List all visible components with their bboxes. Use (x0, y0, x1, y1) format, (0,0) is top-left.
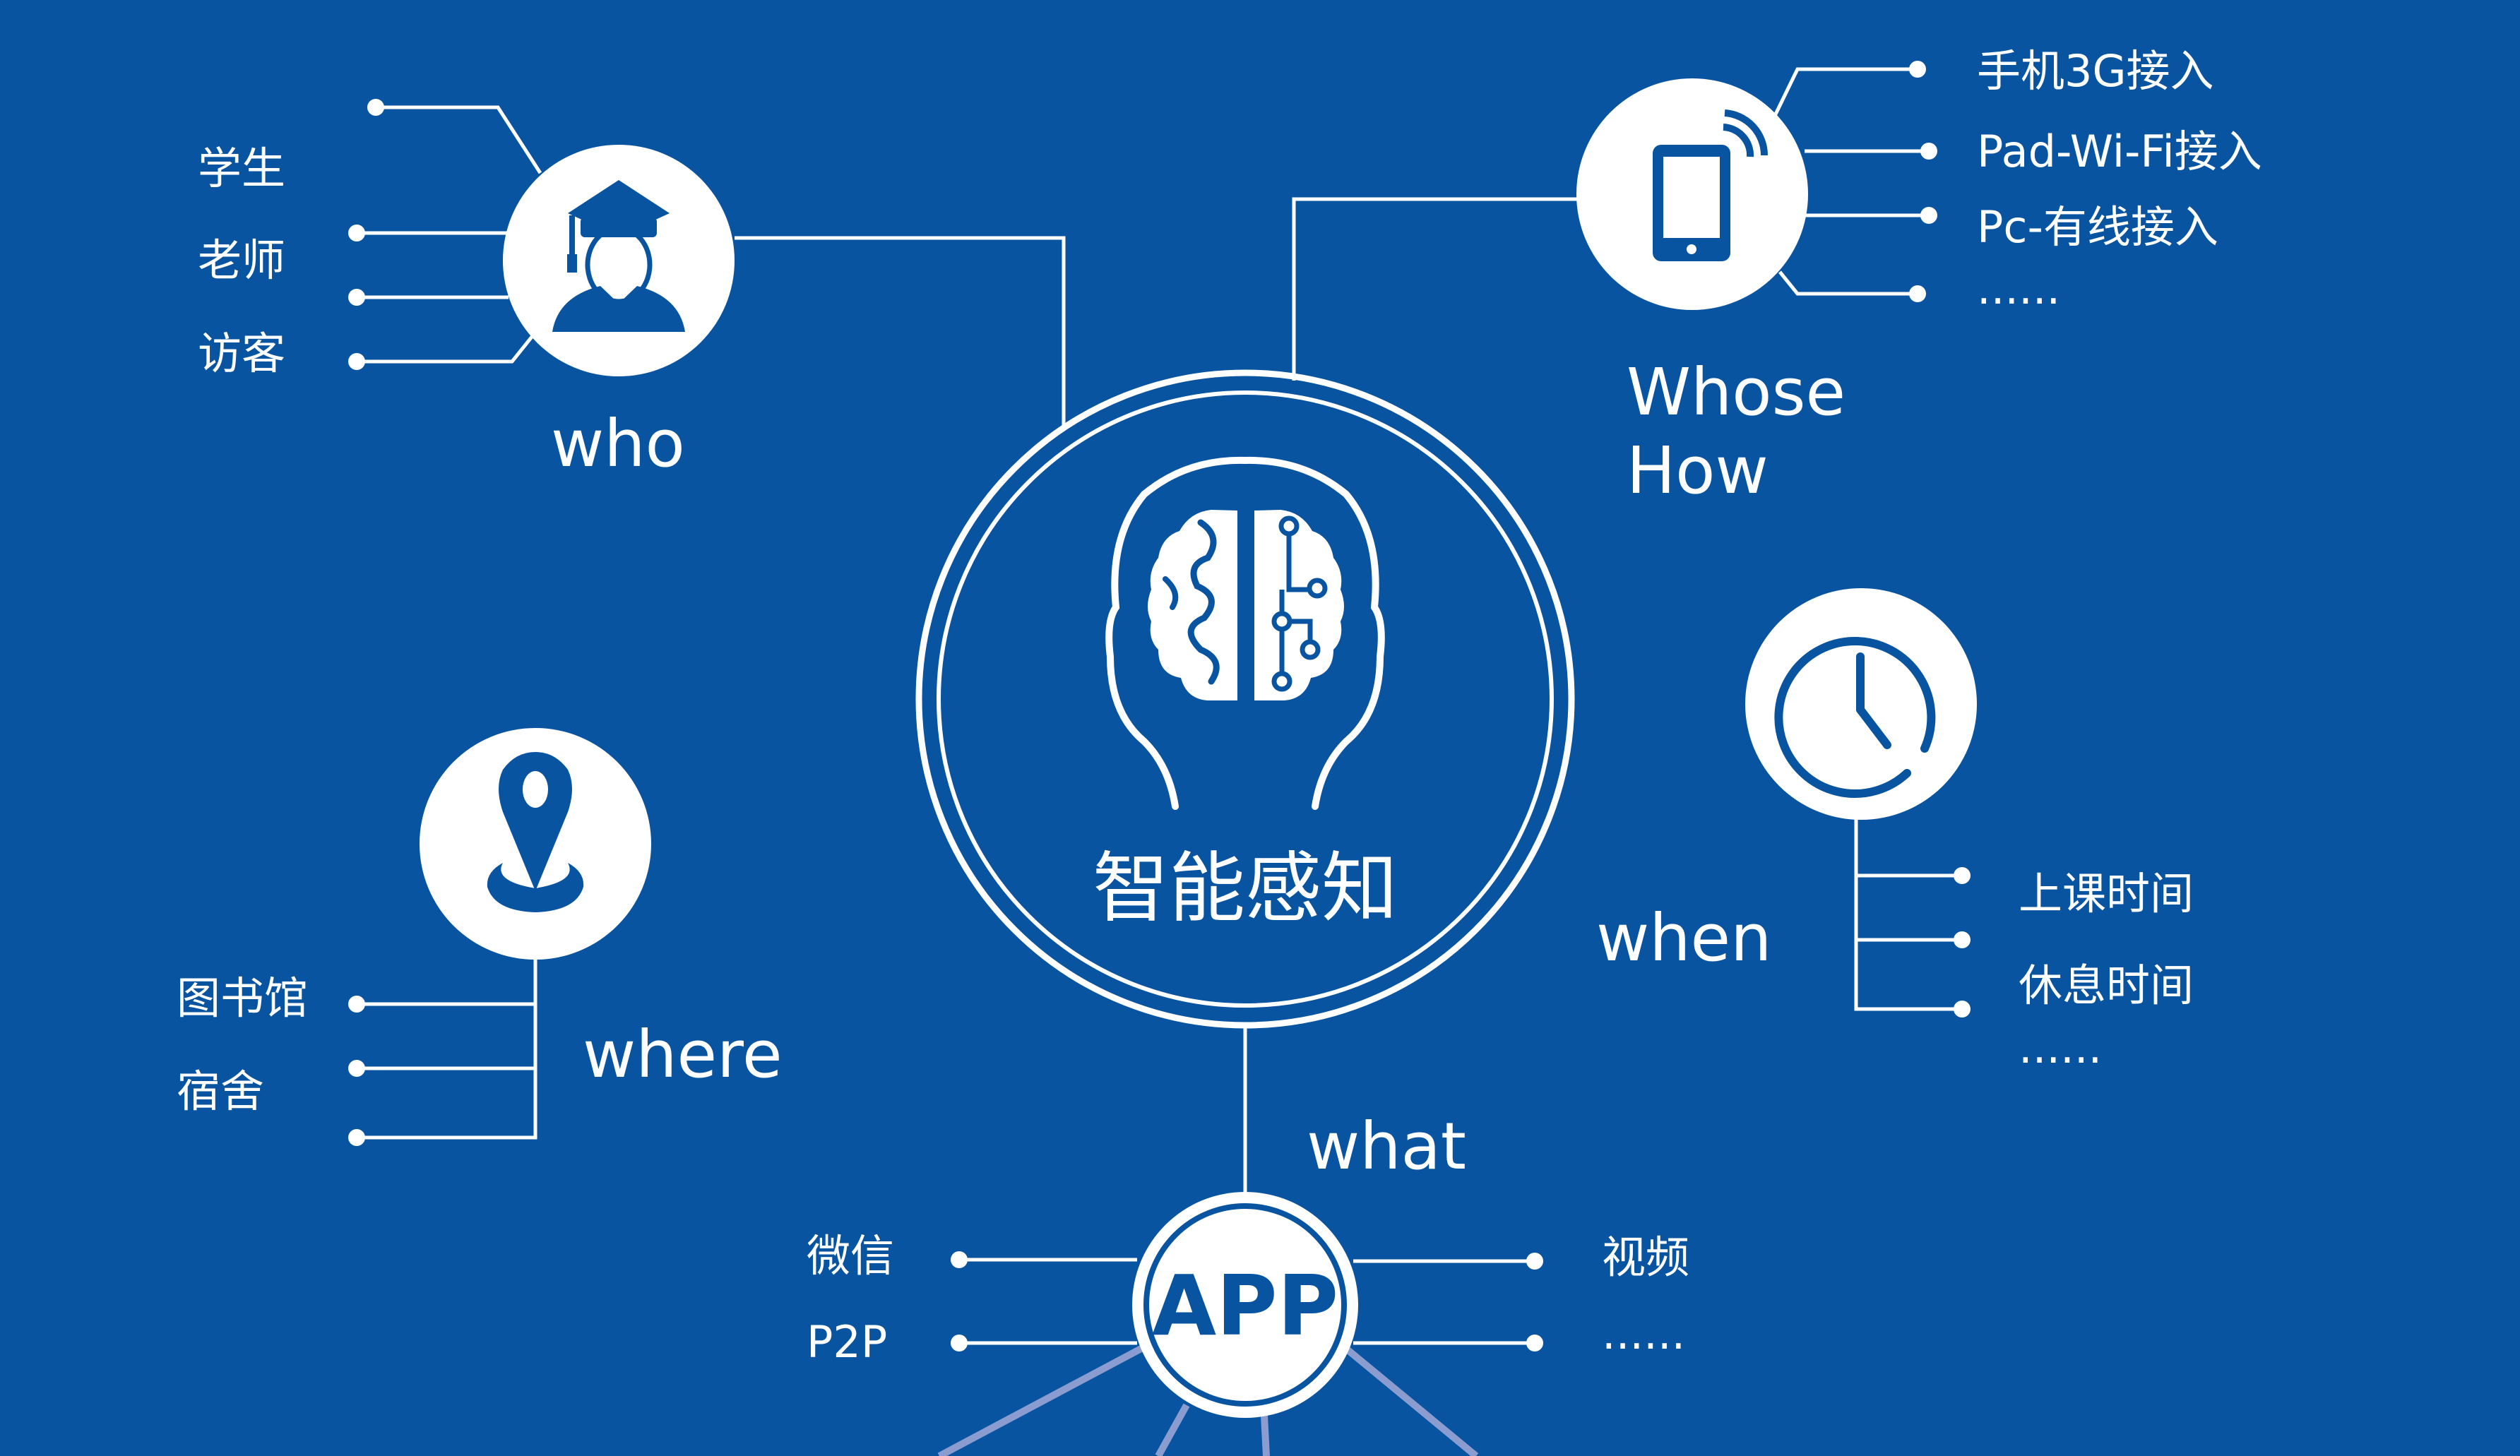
how-branch-1 (1771, 67, 1918, 121)
who-connector (735, 236, 1066, 431)
brain-circuit-icon (1105, 456, 1385, 810)
how-dot (1920, 143, 1937, 160)
how-item-wired: Pc-有线接入 (1977, 201, 2218, 253)
when-dot (1954, 867, 1971, 884)
mobile-phone-wifi-icon (1653, 109, 1769, 261)
how-item-more: ...... (1977, 263, 2060, 314)
app-dot (1526, 1335, 1543, 1351)
app-dot (951, 1335, 968, 1351)
who-item-visitor: 访客 (198, 328, 285, 379)
who-dot (348, 225, 365, 241)
what-item-more: ...... (1602, 1308, 1685, 1359)
app-label: APP (1152, 1257, 1338, 1354)
when-node: 上课时间 休息时间 ...... when (1596, 588, 2194, 1073)
what-item-wechat: 微信 (807, 1230, 894, 1282)
who-item-student: 学生 (198, 143, 285, 194)
who-branch-1 (376, 105, 542, 174)
graduate-user-icon (552, 180, 685, 332)
where-dot (348, 1060, 365, 1077)
when-item-class-time: 上课时间 (2019, 868, 2194, 919)
how-branch-4 (1778, 270, 1918, 296)
where-item-library: 图书馆 (177, 972, 308, 1024)
when-label: when (1596, 900, 1771, 976)
how-item-3g: 手机3G接入 (1977, 45, 2214, 97)
when-item-break-time: 休息时间 (2019, 960, 2194, 1011)
whose-how-node: 手机3G接入 Pad-Wi-Fi接入 Pc-有线接入 ...... Whose … (1576, 45, 2262, 508)
when-dot (1954, 931, 1971, 948)
center-inner-ring (937, 390, 1554, 1008)
where-label: where (583, 1017, 783, 1092)
how-dot (1909, 285, 1926, 302)
app-inner-ring (1143, 1203, 1347, 1407)
where-node: 图书馆 宿舍 where (177, 728, 783, 1146)
when-dot (1954, 1001, 1971, 1018)
when-trunk (1854, 819, 1962, 1011)
what-label: what (1307, 1109, 1466, 1184)
how-item-wifi: Pad-Wi-Fi接入 (1977, 126, 2262, 177)
what-item-p2p: P2P (807, 1316, 887, 1368)
who-dot (367, 99, 384, 116)
app-circle (1132, 1192, 1358, 1418)
where-trunk (357, 959, 537, 1140)
who-dot (348, 353, 365, 370)
how-label: How (1627, 433, 1769, 508)
app-dot (1526, 1253, 1543, 1270)
who-branch-4 (357, 325, 542, 364)
whose-label: Whose (1627, 354, 1846, 430)
who-item-teacher: 老师 (198, 234, 285, 286)
where-dot (348, 1129, 365, 1146)
how-dot (1909, 61, 1926, 78)
center-title: 智能感知 (1093, 845, 1398, 933)
center-node: 智能感知 (915, 369, 1575, 1029)
where-item-dormitory: 宿舍 (177, 1066, 264, 1117)
clock-icon (1774, 636, 1936, 798)
what-node: APP 微信 P2P 视频 ...... what (807, 1109, 1689, 1456)
app-ray (937, 1342, 1150, 1456)
where-dot (348, 996, 365, 1013)
when-item-more: ...... (2019, 1022, 2102, 1073)
who-dot (348, 289, 365, 306)
what-item-video: 视频 (1602, 1231, 1689, 1283)
app-dot (951, 1251, 968, 1268)
center-outer-ring (915, 369, 1575, 1029)
whose-how-connector (1292, 197, 1578, 381)
app-ray (1261, 1415, 1270, 1456)
who-label: who (551, 406, 685, 482)
who-node: 学生 老师 访客 who (198, 99, 735, 482)
who-circle (503, 145, 735, 376)
app-ray (1155, 1403, 1190, 1456)
map-pin-icon (487, 752, 584, 912)
how-dot (1920, 207, 1937, 224)
app-ray (1339, 1342, 1479, 1456)
